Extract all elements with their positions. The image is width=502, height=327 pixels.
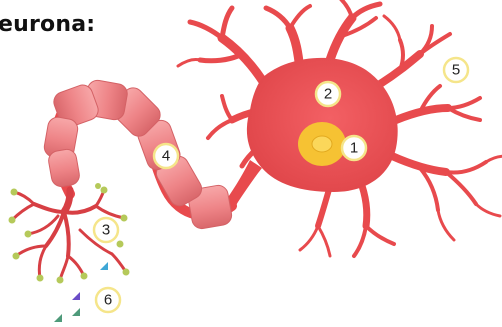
nucleus (298, 122, 346, 166)
label-6-text: 6 (104, 292, 112, 309)
label-2-text: 2 (324, 86, 332, 103)
label-5-text: 5 (452, 62, 460, 79)
label-1: 1 (342, 136, 366, 160)
label-3-text: 3 (102, 222, 110, 239)
label-3: 3 (94, 218, 118, 242)
label-6: 6 (96, 288, 120, 312)
label-5: 5 (444, 58, 468, 82)
label-4-text: 4 (162, 148, 170, 165)
label-1-text: 1 (350, 140, 358, 157)
label-4: 4 (154, 144, 178, 168)
myelin-sheath (43, 79, 233, 230)
label-2: 2 (316, 82, 340, 106)
